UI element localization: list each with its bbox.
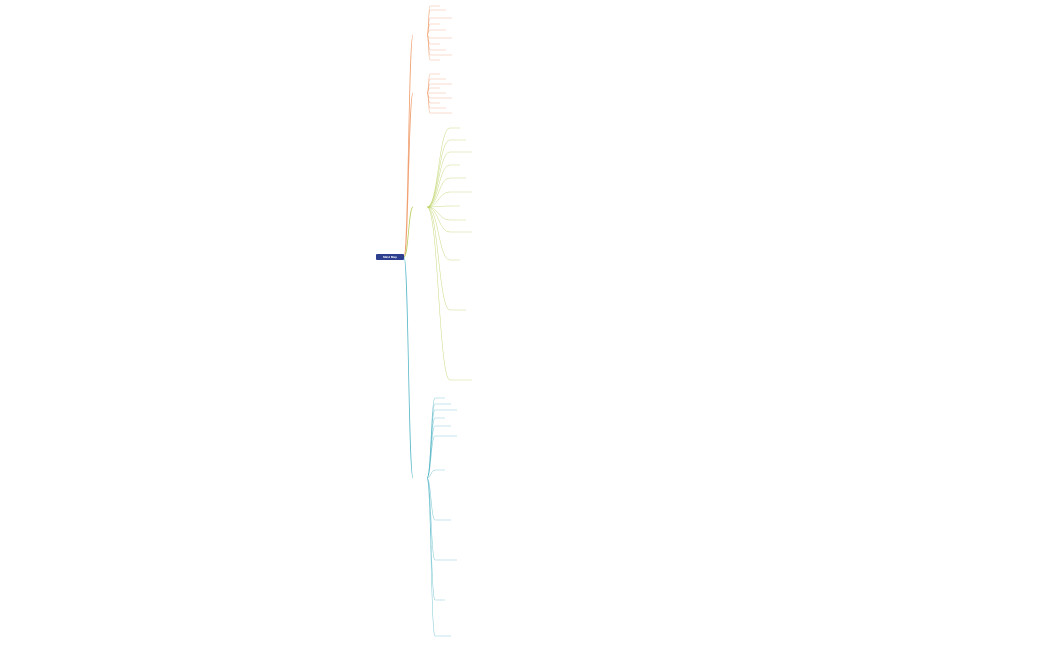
sub-connector [426, 92, 431, 114]
sub-connector [426, 435, 436, 479]
sub-connector [426, 417, 436, 479]
root-topic[interactable]: Mind Map [376, 254, 404, 260]
sub-connector [426, 9, 431, 36]
branch-connector [403, 92, 414, 258]
sub-connector [426, 151, 451, 208]
sub-connector [426, 205, 451, 208]
sub-connector [426, 206, 451, 311]
branch-connector [403, 256, 414, 479]
sub-connector [426, 127, 451, 208]
branch-connector [403, 206, 414, 258]
sub-connector [426, 477, 436, 521]
sub-connector [426, 477, 436, 637]
sub-connector [426, 469, 436, 479]
sub-connector [426, 139, 451, 208]
sub-connector [426, 425, 436, 479]
sub-connector [426, 206, 451, 381]
sub-connector [426, 477, 436, 601]
sub-connector [426, 164, 451, 208]
sub-connector [426, 206, 451, 261]
sub-connector [426, 34, 431, 61]
sub-connector [426, 477, 436, 561]
branch-connector [403, 34, 414, 258]
sub-connector [426, 29, 431, 36]
sub-connector [426, 191, 451, 208]
